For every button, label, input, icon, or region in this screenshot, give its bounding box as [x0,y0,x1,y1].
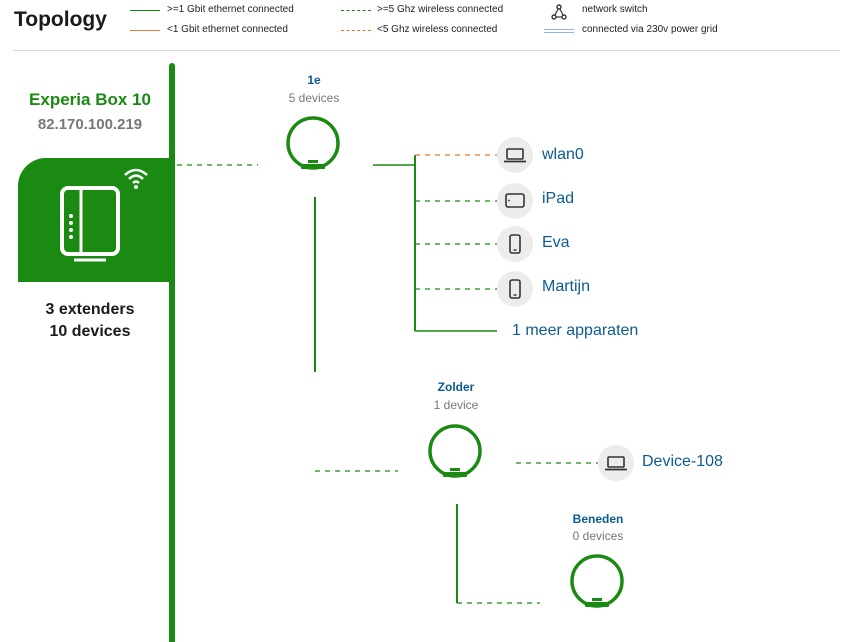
legend-lt5ghz-line [341,30,371,31]
phone-icon [509,279,521,299]
legend-lt-gbit-label: <1 Gbit ethernet connected [167,24,288,35]
wifi-icon [124,168,148,189]
node-1e-name[interactable]: 1e [307,73,321,87]
legend-5ghz-label: >=5 Ghz wireless connected [377,4,504,15]
device-108-icon-wrap[interactable] [598,445,634,481]
router-ip: 82.170.100.219 [37,116,143,133]
legend-powerline-label: connected via 230v power grid [582,24,718,35]
node-beneden-extender[interactable] [568,552,626,610]
router-devices-count: 10 devices [49,323,131,340]
laptop-icon [504,148,526,163]
router-card[interactable] [18,158,174,282]
tablet-icon [505,193,525,208]
extender-icon [428,424,482,478]
legend-switch-label: network switch [582,4,648,15]
device-108-label[interactable]: Device-108 [642,453,723,470]
legend-gbit-line [130,10,160,11]
router-icon [60,186,120,262]
node-1e-count: 5 devices [288,91,340,105]
more-devices-link[interactable]: 1 meer apparaten [512,322,639,339]
device-martijn-label[interactable]: Martijn [542,278,591,295]
device-ipad-icon-wrap[interactable] [497,183,533,219]
node-zolder-extender[interactable] [426,422,484,480]
network-switch-icon [551,4,567,20]
node-1e-extender[interactable] [284,114,342,172]
device-wlan0-label[interactable]: wlan0 [542,146,584,163]
legend-lt-gbit-line [130,30,160,31]
legend-lt5ghz-label: <5 Ghz wireless connected [377,24,498,35]
header-divider [13,50,840,51]
extender-icon [570,554,624,608]
page-title: Topology [14,8,107,31]
legend-5ghz-line [341,10,371,11]
laptop-icon [605,456,627,471]
phone-icon [509,234,521,254]
legend-gbit-label: >=1 Gbit ethernet connected [167,4,294,15]
legend-powerline-line [544,29,574,33]
node-zolder-name[interactable]: Zolder [437,380,475,394]
device-wlan0-icon-wrap[interactable] [497,137,533,173]
router-name: Experia Box 10 [29,90,151,109]
device-ipad-label[interactable]: iPad [542,190,575,207]
node-zolder-count: 1 device [433,398,479,412]
node-beneden-count: 0 devices [572,529,624,543]
router-extenders-count: 3 extenders [45,301,135,318]
device-eva-icon-wrap[interactable] [497,226,533,262]
device-martijn-icon-wrap[interactable] [497,271,533,307]
extender-icon [286,116,340,170]
node-beneden-name[interactable]: Beneden [572,512,624,526]
device-eva-label[interactable]: Eva [542,234,570,251]
